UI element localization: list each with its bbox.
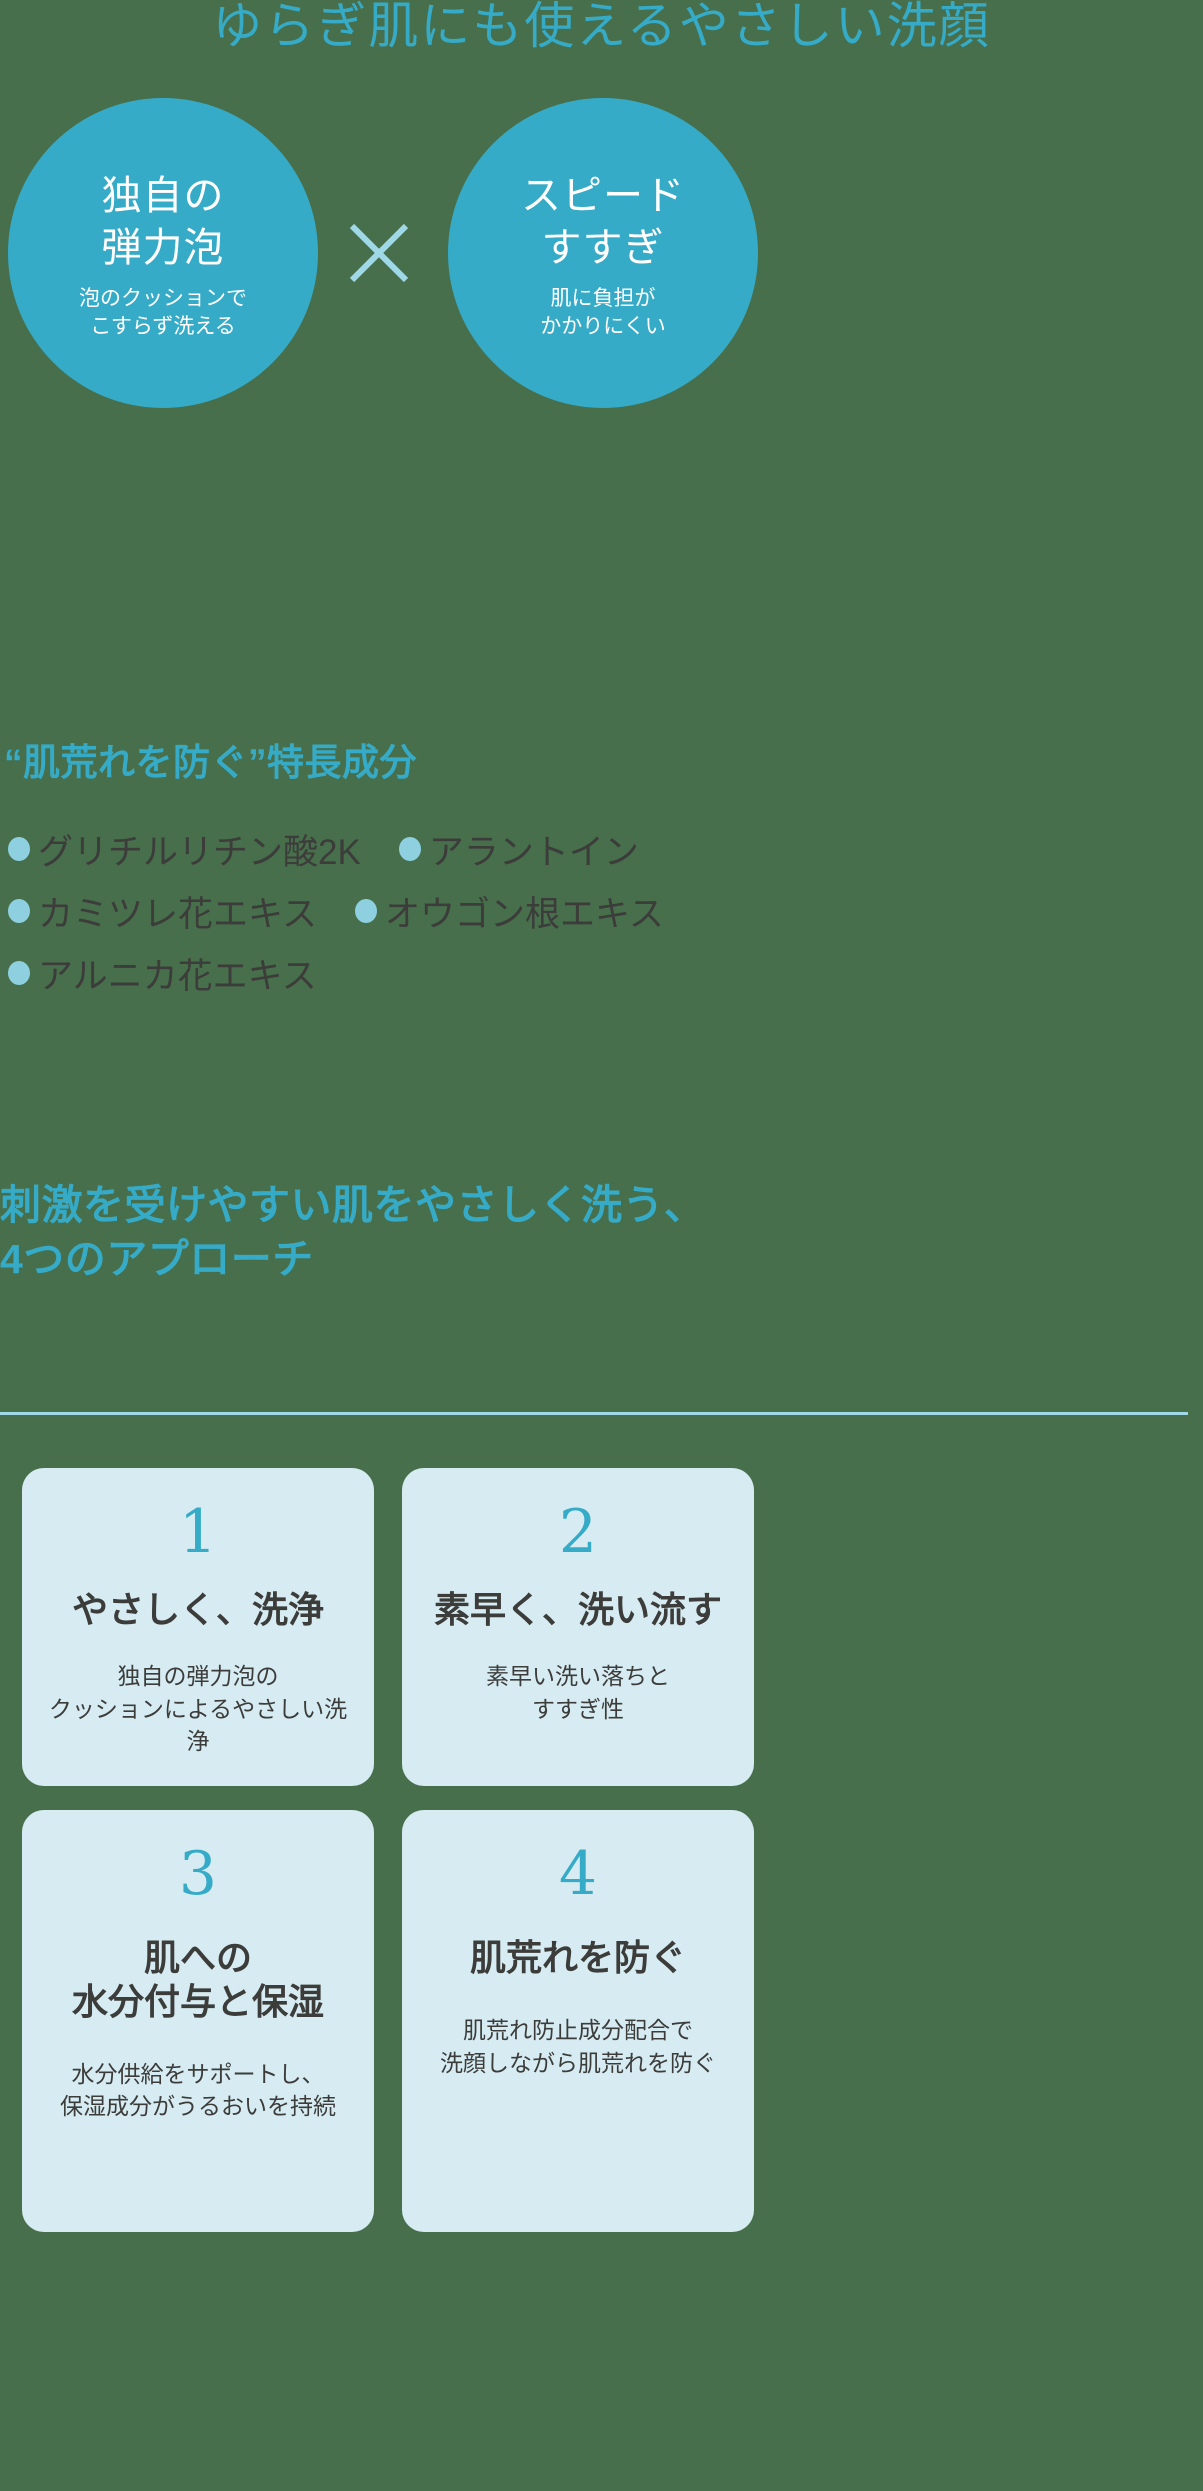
feature-circle-right: スピード すすぎ 肌に負担が かかりにくい <box>448 98 758 408</box>
ingredient-row: カミツレ花エキス オウゴン根エキス <box>8 880 1108 942</box>
approach-card-number: 1 <box>178 1497 218 1567</box>
bullet-icon <box>8 899 30 923</box>
ingredient-item: アラントイン <box>398 824 639 875</box>
approach-card-title: やさしく、洗浄 <box>71 1589 324 1630</box>
approach-card-body: 肌荒れ防止成分配合で 洗顔しながら肌荒れを防ぐ <box>440 2016 716 2076</box>
bullet-icon <box>354 899 377 923</box>
ingredient-row: アルニカ花エキス <box>8 942 1108 1004</box>
bullet-icon <box>398 837 421 861</box>
ingredient-label: オウゴン根エキス <box>384 894 664 934</box>
approach-card-title: 肌への 水分付与と保湿 <box>71 1937 324 2022</box>
bullet-icon <box>8 961 30 985</box>
ingredient-label: アルニカ花エキス <box>38 956 317 996</box>
approach-card-3: 3 肌への 水分付与と保湿 水分供給をサポートし、 保湿成分がうるおいを持続 <box>22 1810 374 2232</box>
approach-card-2: 2 素早く、洗い流す 素早い洗い落ちと すすぎ性 <box>402 1468 754 1786</box>
ingredient-label: カミツレ花エキス <box>38 894 317 934</box>
approach-cards-grid: 1 やさしく、洗浄 独自の弾力泡の クッションによるやさしい洗浄 2 素早く、洗… <box>22 1468 1182 2232</box>
approach-card-number: 3 <box>178 1839 218 1909</box>
ingredients-list: グリチルリチン酸2K アラントイン カミツレ花エキス オウゴン根エキス アルニカ… <box>8 818 1108 1004</box>
ingredient-item: カミツレ花エキス <box>8 886 317 937</box>
page-title: ゆらぎ肌にも使えるやさしい洗顔 <box>212 0 991 55</box>
feature-circle-left-title: 独自の 弾力泡 <box>101 173 225 271</box>
multiply-icon <box>349 223 409 283</box>
approach-heading: 刺激を受けやすい肌をやさしく洗う、 4つのアプローチ <box>0 1182 706 1283</box>
feature-circle-right-subtitle: 肌に負担が かかりにくい <box>540 286 666 338</box>
feature-circles-group: 独自の 弾力泡 泡のクッションで こすらず洗える スピード すすぎ 肌に負担が … <box>0 98 1203 418</box>
approach-card-number: 2 <box>558 1497 598 1567</box>
ingredient-item: オウゴン根エキス <box>354 886 664 937</box>
ingredient-label: グリチルリチン酸2K <box>38 832 361 872</box>
approach-card-body: 独自の弾力泡の クッションによるやさしい洗浄 <box>48 1662 348 1755</box>
approach-card-title: 肌荒れを防ぐ <box>469 1937 686 1978</box>
ingredient-row: グリチルリチン酸2K アラントイン <box>8 818 1108 880</box>
ingredients-heading: “肌荒れを防ぐ”特長成分 <box>4 742 417 783</box>
section-divider <box>0 1412 1188 1415</box>
feature-circle-left: 独自の 弾力泡 泡のクッションで こすらず洗える <box>8 98 318 408</box>
approach-card-body: 素早い洗い落ちと すすぎ性 <box>486 1662 670 1722</box>
approach-card-body: 水分供給をサポートし、 保湿成分がうるおいを持続 <box>60 2060 336 2120</box>
ingredient-item: グリチルリチン酸2K <box>8 824 361 875</box>
ingredient-item: アルニカ花エキス <box>8 948 317 999</box>
bullet-icon <box>8 837 30 861</box>
approach-card-4: 4 肌荒れを防ぐ 肌荒れ防止成分配合で 洗顔しながら肌荒れを防ぐ <box>402 1810 754 2232</box>
feature-circle-right-title: スピード すすぎ <box>521 173 685 271</box>
approach-card-number: 4 <box>558 1839 598 1909</box>
feature-circle-left-subtitle: 泡のクッションで こすらず洗える <box>79 286 247 338</box>
approach-card-1: 1 やさしく、洗浄 独自の弾力泡の クッションによるやさしい洗浄 <box>22 1468 374 1786</box>
approach-card-title: 素早く、洗い流す <box>433 1589 722 1630</box>
ingredient-label: アラントイン <box>428 832 639 872</box>
